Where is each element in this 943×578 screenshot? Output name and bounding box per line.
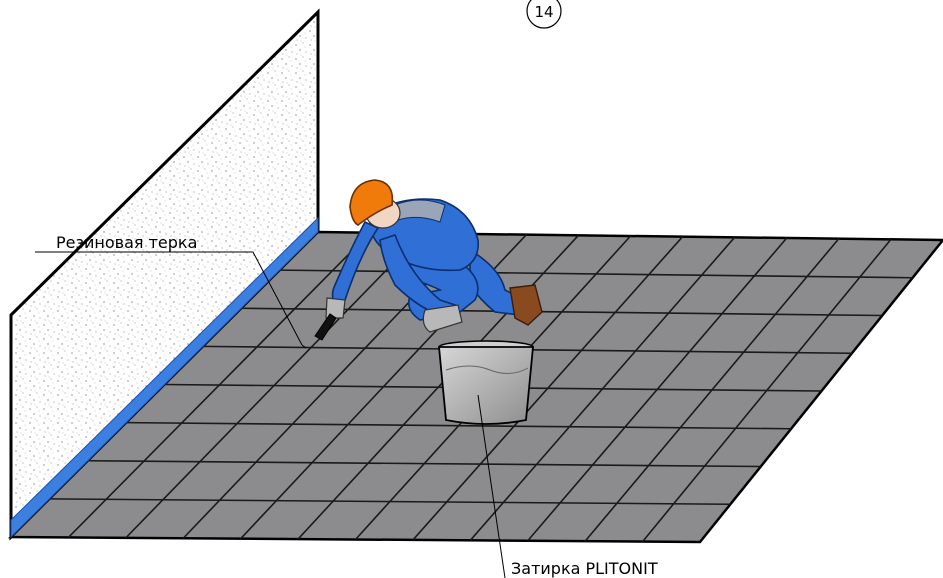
material-label: Затирка PLITONIT: [511, 559, 658, 578]
step-number-badge: 14: [526, 0, 562, 29]
tile-joint-column: [469, 236, 736, 541]
tile-joint-column: [584, 238, 840, 542]
waterproofing-strip: [10, 216, 319, 539]
tool-label: Резиновая терка: [56, 233, 197, 252]
tile-joint-column: [527, 237, 788, 542]
helmet-icon: [349, 179, 394, 226]
glove: [422, 304, 463, 333]
boot: [509, 284, 543, 326]
tile-joint-column: [125, 232, 423, 539]
tile-joint-column: [641, 238, 892, 543]
grout-bucket: [438, 340, 534, 425]
rubber-float-icon: [314, 313, 337, 341]
tool-leader-line: [35, 251, 303, 346]
callouts: [35, 251, 506, 578]
material-leader-line: [477, 394, 506, 578]
worker: [314, 179, 543, 341]
step-number: 14: [534, 3, 553, 21]
tile-joint-column: [412, 236, 684, 541]
tile-joint-column: [67, 232, 371, 538]
glove: [325, 297, 346, 319]
